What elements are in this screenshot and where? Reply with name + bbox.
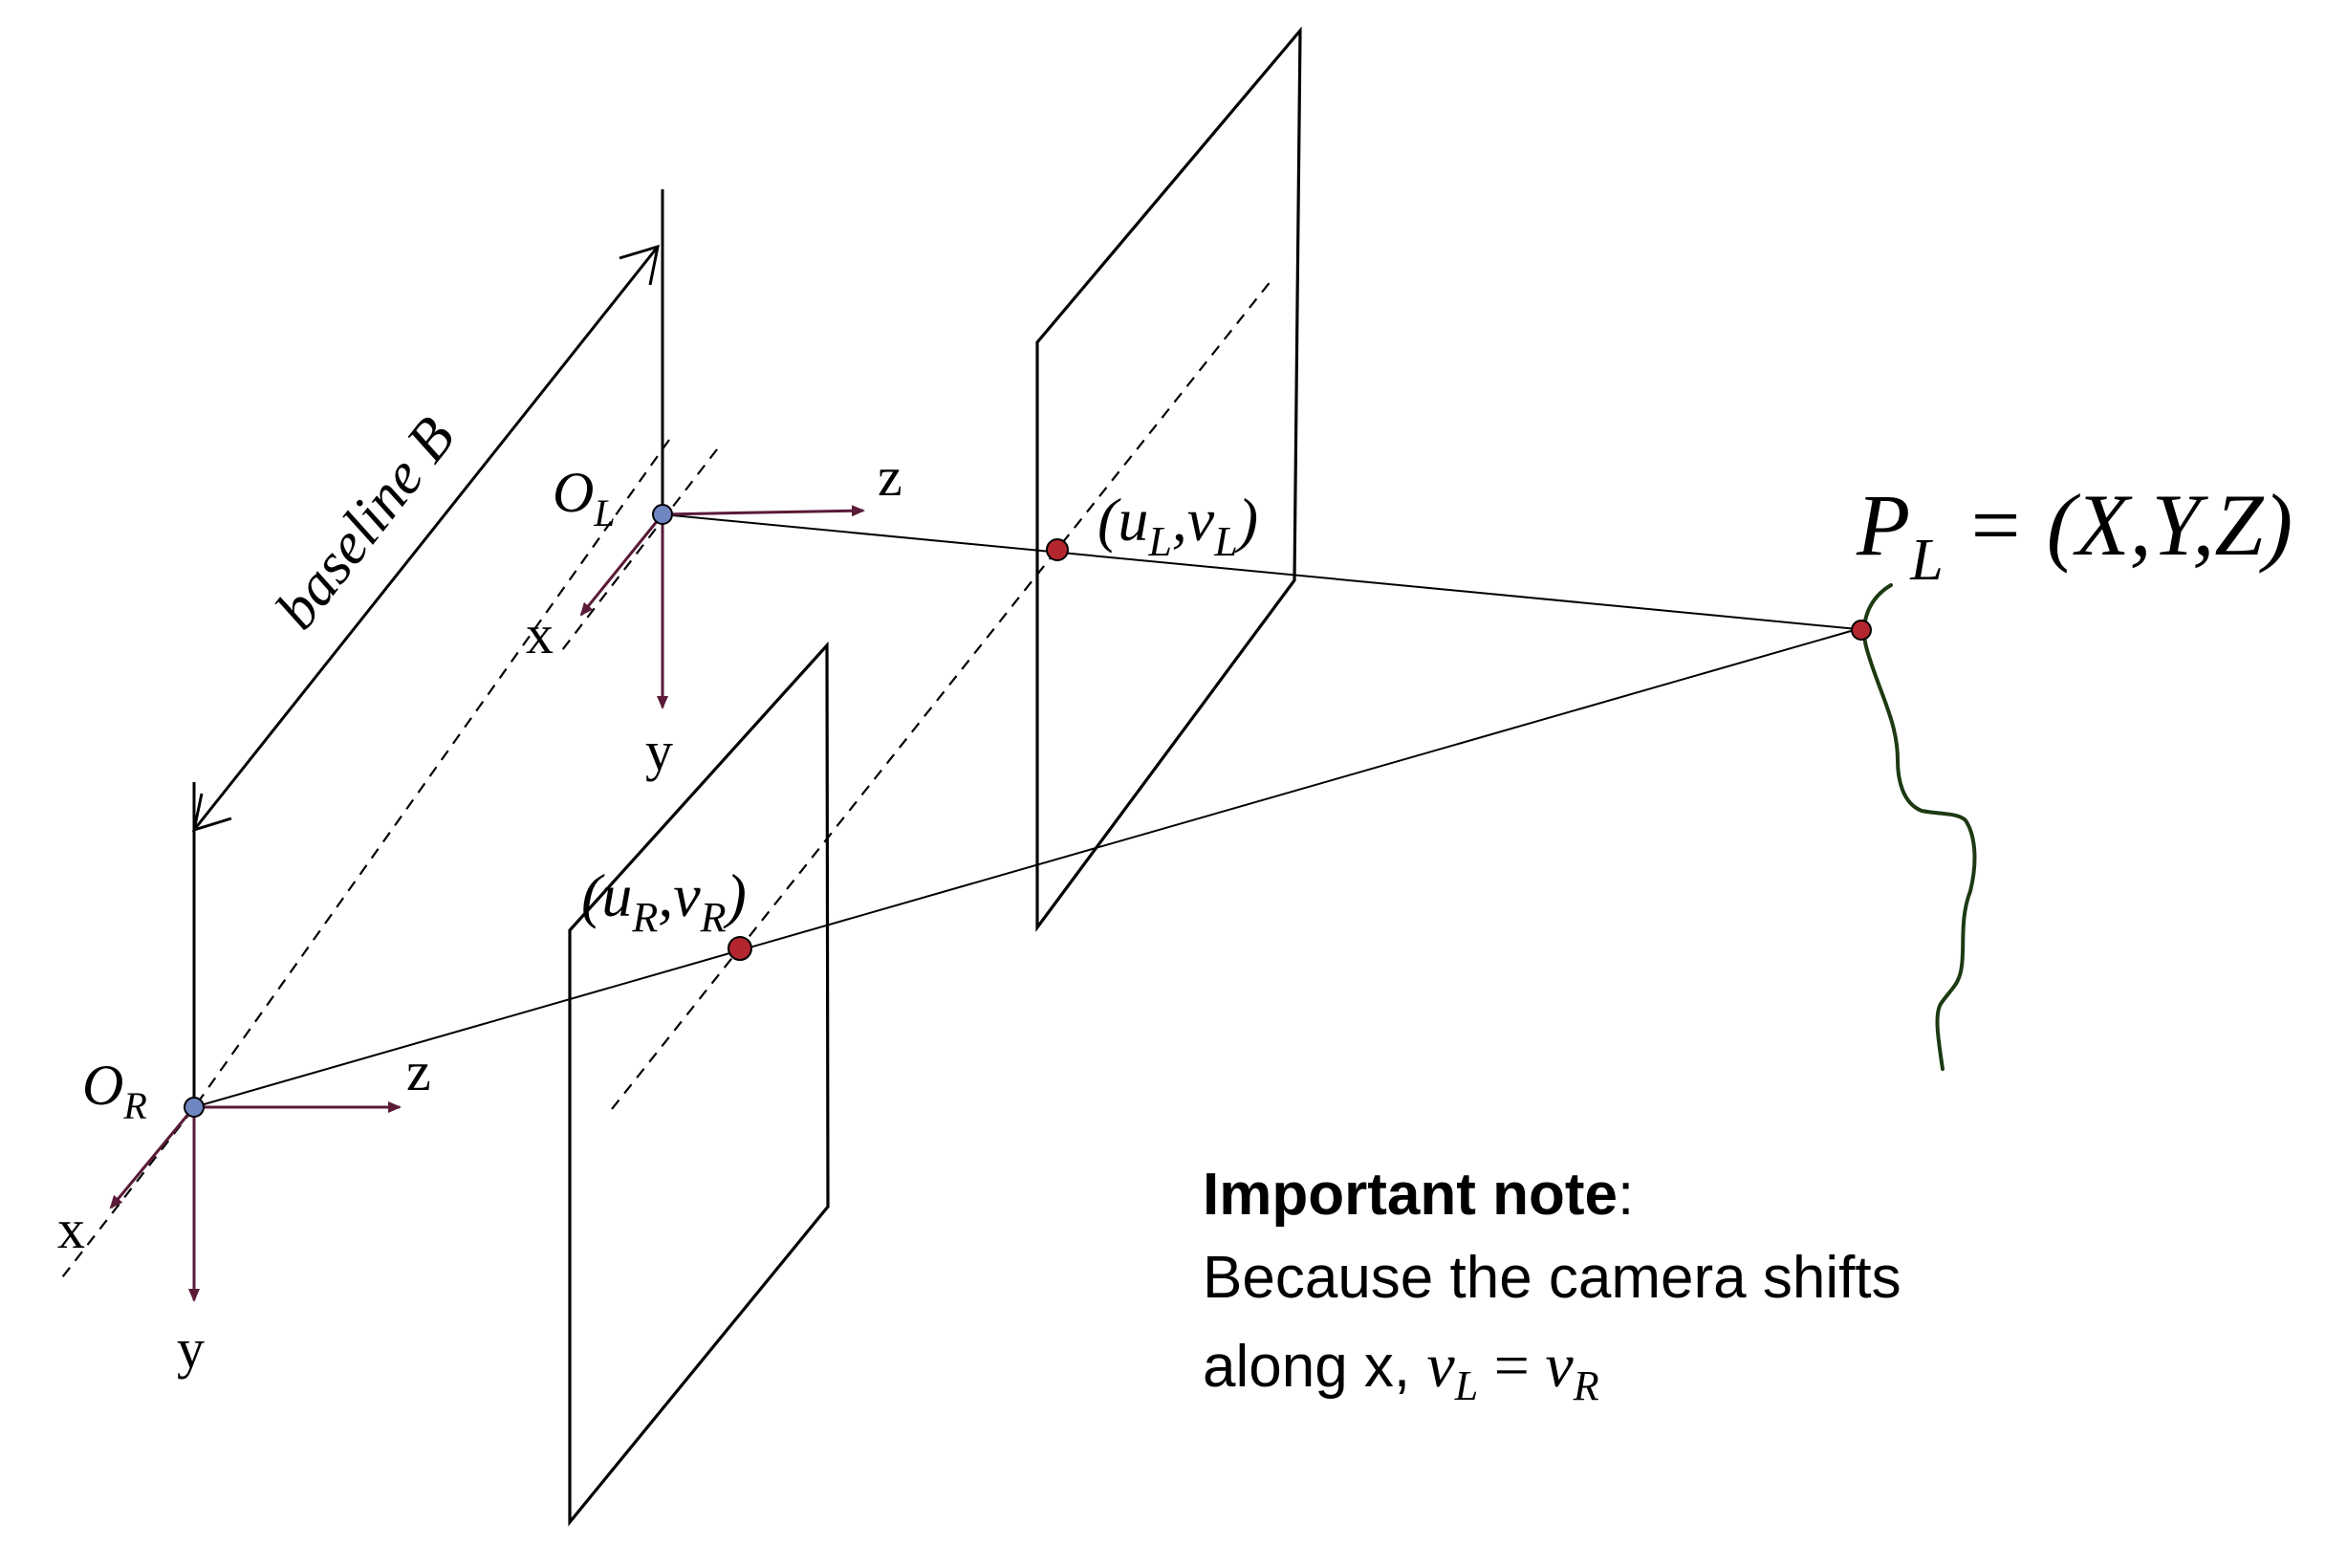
- baseline-arrowhead-bottom: [192, 793, 232, 833]
- world-point: [1851, 620, 1872, 641]
- note-line-1: Because the camera shifts: [1203, 1245, 1901, 1311]
- right-camera-x-dashed: [58, 1108, 194, 1282]
- left-y-axis-label: y: [645, 720, 673, 782]
- right-projection-ray: [193, 628, 1858, 1108]
- right-camera-center: [184, 1097, 205, 1118]
- right-image-plane: [568, 641, 830, 1527]
- left-x-axis-arrow: [579, 513, 664, 617]
- baseline-arrowhead-top: [619, 244, 660, 286]
- baseline-dashed-line: [192, 439, 670, 1110]
- right-y-axis-label: y: [177, 1318, 205, 1380]
- left-camera-center: [652, 504, 673, 525]
- left-camera-center-label: OL: [553, 461, 616, 534]
- right-x-axis-label: x: [57, 1198, 85, 1260]
- left-x-axis-label: x: [526, 603, 554, 665]
- left-z-axis-label: z: [878, 446, 902, 508]
- right-image-point: [728, 936, 752, 961]
- note-line-2: along x, vL = vR: [1203, 1331, 1599, 1409]
- right-x-axis-dashed: [611, 279, 1272, 1110]
- left-image-point: [1046, 538, 1069, 561]
- baseline-arrow-line: [192, 246, 660, 831]
- note-title: Important note:: [1203, 1162, 1634, 1228]
- left-image-plane: [1035, 26, 1302, 932]
- left-projection-ray: [662, 513, 1858, 630]
- left-x-axis-dashed: [561, 448, 718, 651]
- left-image-point-label: (uL,vL): [1097, 486, 1258, 565]
- right-x-axis-arrow: [109, 1106, 196, 1209]
- right-camera-center-label: OR: [82, 1054, 147, 1127]
- world-point-label: PL = (X,Y,Z): [1856, 476, 2292, 593]
- right-z-axis-label: z: [406, 1040, 431, 1102]
- left-z-axis-arrow: [662, 505, 865, 517]
- world-surface-curve: [1862, 583, 1977, 1071]
- right-image-point-label: (uR,vR): [581, 861, 747, 941]
